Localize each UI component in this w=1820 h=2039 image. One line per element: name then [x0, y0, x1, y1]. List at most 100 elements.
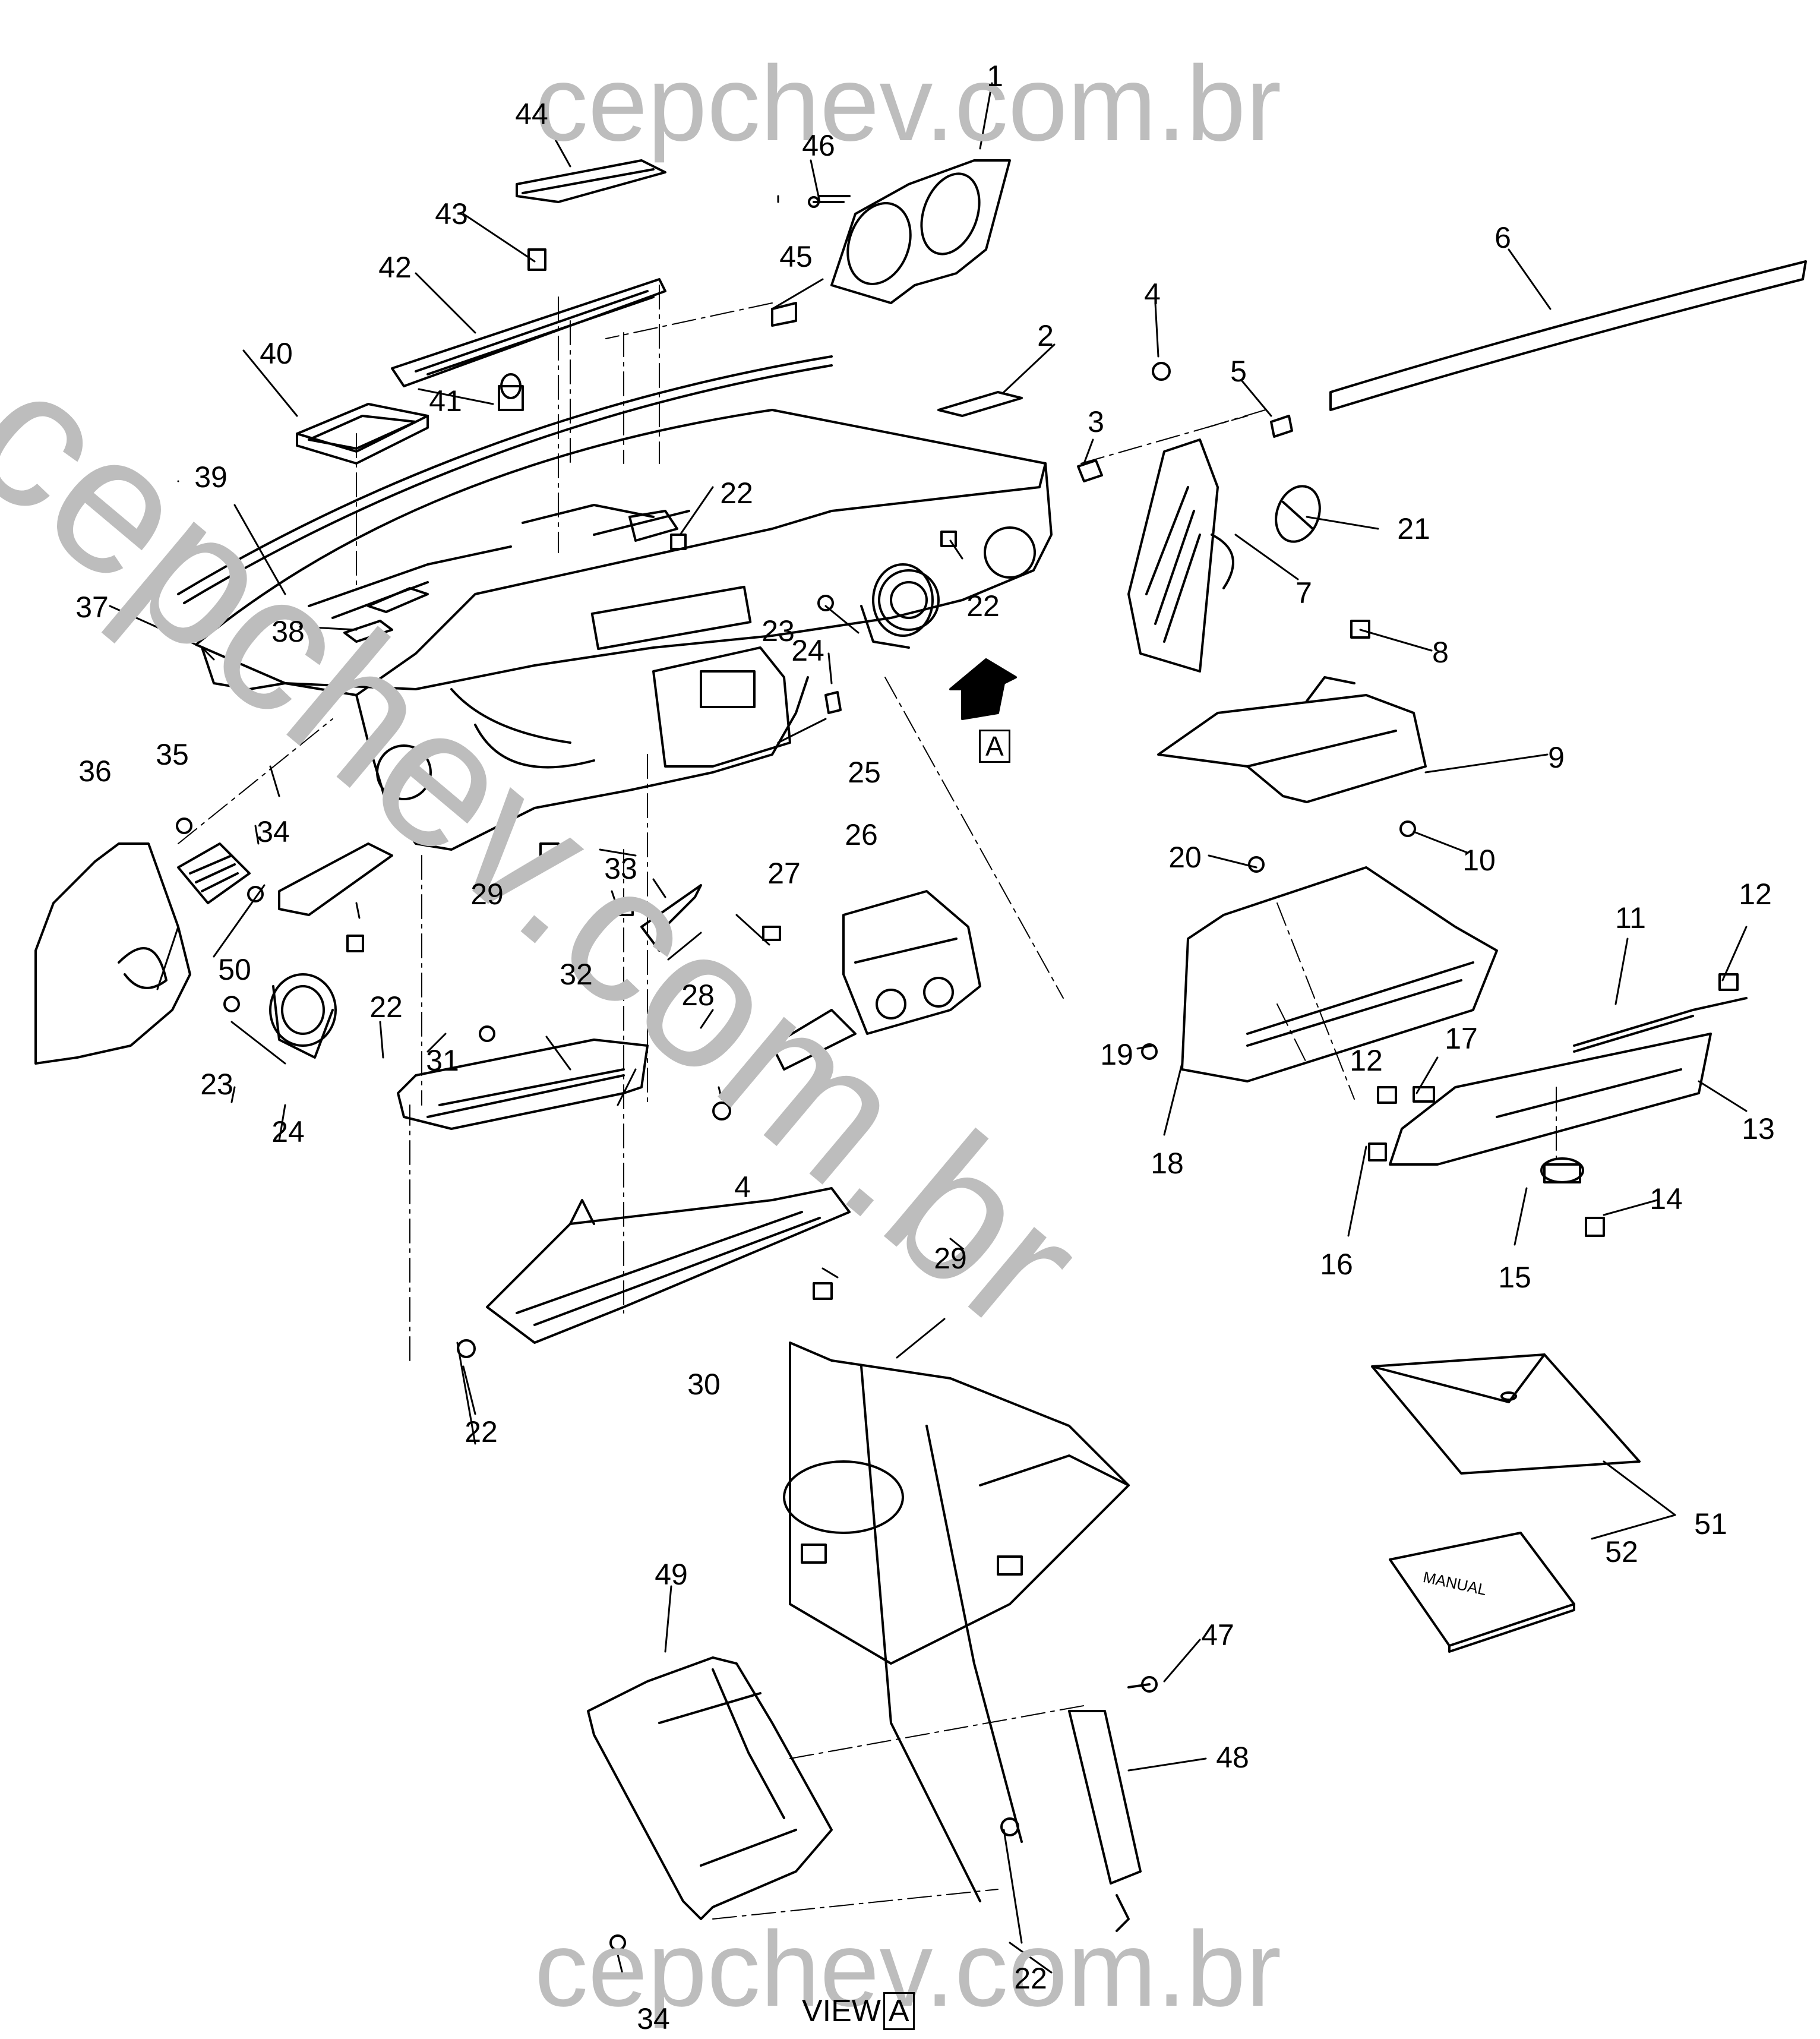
callout-22: 22: [465, 1415, 498, 1448]
view-a-marker: A: [979, 730, 1010, 763]
speaker-cover-44: [516, 159, 666, 203]
clip-22-view: [1000, 1817, 1019, 1836]
owners-pouch-51: [1371, 1353, 1641, 1475]
pin-46: [808, 196, 845, 208]
callout-17: 17: [1445, 1022, 1478, 1055]
callout-12: 12: [1350, 1044, 1383, 1077]
side-cover-36: [34, 842, 191, 1065]
strut-48: [1068, 1710, 1142, 1932]
vent-24-right: [860, 563, 934, 649]
callout-16: 16: [1320, 1248, 1353, 1281]
callout-5: 5: [1230, 355, 1247, 388]
callout-12: 12: [1739, 878, 1772, 911]
watermark-top: cepchev.com.br: [535, 44, 1282, 163]
callout-23: 23: [762, 614, 795, 648]
view-label: VIEW: [802, 1994, 881, 2028]
callout-14: 14: [1650, 1182, 1683, 1216]
callout-4: 4: [734, 1170, 751, 1204]
callout-15: 15: [1498, 1261, 1531, 1294]
vent-2: [937, 391, 1023, 417]
gauge-cluster-bezel: [819, 159, 1011, 304]
clip-29a: [539, 842, 560, 861]
clip-27: [762, 926, 781, 941]
trim-strip-39: [177, 355, 833, 604]
callout-30: 30: [687, 1368, 721, 1401]
callout-22: 22: [369, 990, 403, 1024]
callout-13: 13: [1742, 1112, 1775, 1145]
screw-23-right: [817, 595, 834, 611]
callout-21: 21: [1397, 512, 1430, 545]
callout-24: 24: [791, 634, 824, 667]
callout-6: 6: [1494, 221, 1511, 254]
callout-3: 3: [1088, 405, 1104, 438]
callout-26: 26: [845, 818, 878, 851]
callout-40: 40: [260, 337, 293, 370]
bolt-47: [1127, 1676, 1158, 1693]
clip-16: [1368, 1142, 1387, 1161]
bracket-knee: [278, 842, 393, 916]
callout-24: 24: [271, 1115, 305, 1148]
callout-9: 9: [1548, 741, 1565, 774]
screw-34b: [609, 1934, 626, 1951]
callout-47: 47: [1201, 1618, 1234, 1652]
radio-26: [771, 890, 981, 1071]
callout-42: 42: [378, 251, 412, 284]
storage-tray-9: [1157, 676, 1427, 803]
watermark-bottom: cepchev.com.br: [535, 1909, 1282, 2029]
clip-22-right: [940, 531, 957, 547]
callout-49: 49: [655, 1558, 688, 1591]
callout-7: 7: [1296, 576, 1312, 610]
callout-1: 1: [987, 59, 1003, 93]
manual-52: [1389, 1532, 1575, 1653]
cap-21: [1275, 485, 1321, 543]
side-panel-7: [1127, 438, 1234, 673]
nut-4a: [1152, 362, 1171, 381]
screw-23-left: [223, 996, 240, 1012]
callout-29: 29: [934, 1242, 967, 1275]
strut-11: [1573, 997, 1748, 1053]
clip-22-lower: [457, 1339, 476, 1358]
endcap-37: [201, 646, 286, 690]
clip-41: [498, 373, 524, 411]
callout-29: 29: [470, 878, 504, 911]
callout-23: 23: [200, 1068, 233, 1101]
callout-41: 41: [429, 384, 462, 418]
callout-22: 22: [966, 589, 1000, 623]
clip-12a: [1718, 973, 1739, 991]
callout-22: 22: [1014, 1962, 1047, 1995]
callout-28: 28: [681, 979, 715, 1012]
callout-11: 11: [1615, 901, 1646, 935]
lower-panel-30: [486, 1187, 851, 1344]
callout-25: 25: [848, 756, 881, 789]
callout-8: 8: [1432, 636, 1449, 669]
clip-3: [1077, 459, 1103, 482]
glovebox-door-13: [1389, 1033, 1712, 1166]
view-id: A: [883, 1992, 915, 2030]
leader-lines: [109, 82, 1748, 1980]
callout-38: 38: [271, 615, 305, 648]
clip-33: [614, 902, 634, 916]
vent-38: [343, 620, 393, 643]
callout-36: 36: [78, 755, 112, 788]
callout-4: 4: [1144, 277, 1161, 311]
callout-31: 31: [426, 1044, 459, 1077]
alignment-lines: [178, 285, 1557, 1920]
callout-44: 44: [515, 97, 548, 131]
callout-32: 32: [560, 958, 593, 991]
callout-39: 39: [194, 460, 228, 494]
callout-22: 22: [720, 476, 753, 510]
callout-10: 10: [1462, 844, 1496, 877]
latch-15: [1540, 1157, 1584, 1183]
callout-34: 34: [637, 2002, 670, 2035]
module-50: [177, 842, 251, 904]
callout-20: 20: [1168, 841, 1202, 874]
bolt-20: [1248, 856, 1265, 873]
view-a-arrow: [949, 658, 1017, 720]
knee-bolster-49: [587, 1656, 833, 1920]
clip-22-left: [346, 935, 364, 952]
clip-35: [176, 818, 192, 834]
clip-17: [1413, 1086, 1435, 1103]
